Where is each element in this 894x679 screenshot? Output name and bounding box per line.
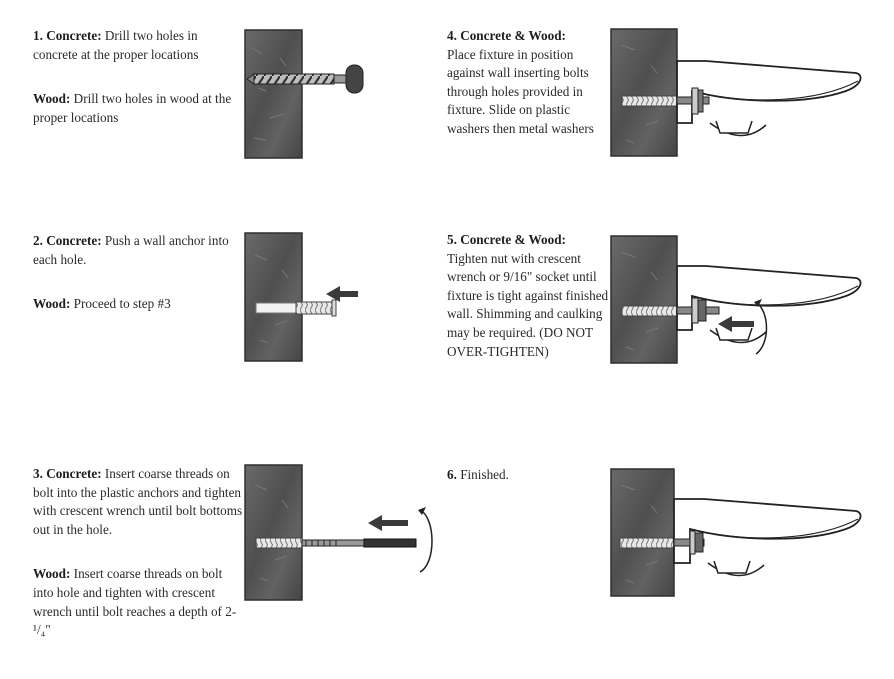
wall-section: [244, 464, 303, 601]
drill-bit: [246, 64, 364, 94]
wall-anchor: [295, 299, 337, 317]
step-2-number: 2.: [33, 233, 43, 248]
step-3-wood-title: Wood:: [33, 566, 71, 582]
step-1-text: 1. Concrete: Drill two holes in concrete…: [33, 27, 233, 127]
step-1-figure: [244, 29, 364, 159]
step-1-concrete-body: Drill two holes in concrete at the prope…: [33, 28, 199, 62]
drilled-hole: [255, 302, 297, 314]
bolt-and-nut: [676, 297, 720, 324]
tighten-arrow: [718, 316, 754, 332]
step-5-number: 5.: [447, 232, 457, 247]
step-6-text: 6. Finished.: [447, 466, 607, 485]
insert-arrow: [368, 515, 408, 531]
step-6-description: Finished.: [460, 467, 509, 482]
step-4-text: 4. Concrete & Wood: Place fixture in posi…: [447, 27, 607, 139]
wall-texture: [254, 254, 289, 344]
step-2-concrete-title: Concrete:: [46, 233, 102, 248]
wall-anchor: [619, 537, 675, 549]
sink-fixture: [673, 498, 862, 577]
bolt-and-washers: [676, 87, 710, 115]
step-5-description: Tighten nut with crescent wrench or 9/16…: [447, 250, 609, 359]
wall-anchor: [255, 537, 303, 549]
step-1-wood-title: Wood:: [33, 91, 71, 107]
step-4-figure: [610, 28, 862, 157]
step-2-wood: Wood: Proceed to step #3: [33, 295, 233, 314]
step-2-wood-title: Wood:: [33, 296, 71, 312]
wall-anchor: [621, 95, 678, 107]
rotation-arrow-icon: [418, 507, 433, 573]
step-3-figure: [244, 464, 433, 601]
step-3-text: 3. Concrete: Insert coarse threads on bo…: [33, 465, 243, 640]
step-1-concrete: 1. Concrete: Drill two holes in concrete…: [33, 27, 233, 64]
wall-section: [610, 468, 675, 597]
step-2-concrete-body: Push a wall anchor into each hole.: [33, 233, 229, 267]
step-6-body: 6. Finished.: [447, 466, 607, 485]
sink-fixture: [676, 265, 862, 344]
step-5-text: 5. Concrete & Wood: Tighten nut with cres…: [447, 231, 617, 361]
wall-texture: [620, 251, 659, 351]
wall-texture: [620, 484, 659, 584]
step-1-wood: Wood: Drill two holes in wood at the pro…: [33, 90, 233, 127]
step-3-concrete: 3. Concrete: Insert coarse threads on bo…: [33, 465, 243, 539]
step-1-concrete-title: Concrete:: [46, 28, 102, 43]
step-1-number: 1.: [33, 28, 43, 43]
wall-section: [244, 29, 303, 159]
step-1-wood-body: Drill two holes in wood at the proper lo…: [33, 91, 232, 125]
wall-texture: [254, 484, 289, 582]
step-6-number: 6.: [447, 467, 457, 482]
wall-anchor: [621, 305, 678, 317]
wall-texture: [620, 44, 659, 144]
step-5-title: Concrete & Wood:: [460, 232, 566, 247]
step-2-concrete: 2. Concrete: Push a wall anchor into eac…: [33, 232, 233, 269]
step-3-concrete-title: Concrete:: [46, 466, 102, 481]
step-4-title: Concrete & Wood:: [460, 28, 566, 43]
step-2-wood-body: Proceed to step #3: [70, 296, 171, 312]
rotation-arrow-icon: [754, 299, 768, 355]
step-4-body: 4. Concrete & Wood: Place fixture in posi…: [447, 27, 607, 139]
step-3-wood: Wood: Insert coarse threads on bolt into…: [33, 565, 243, 639]
step-4-number: 4.: [447, 28, 457, 43]
step-6-figure: [610, 468, 862, 597]
wall-section: [610, 235, 678, 364]
step-3-number: 3.: [33, 466, 43, 481]
push-arrow: [326, 286, 358, 302]
wall-section: [610, 28, 678, 157]
wall-texture: [251, 47, 287, 141]
step-4-description: Place fixture in position against wall i…: [447, 46, 594, 136]
step-2-text: 2. Concrete: Push a wall anchor into eac…: [33, 232, 233, 314]
step-3-wood-body: Insert coarse threads on bolt into hole …: [33, 566, 237, 638]
bolt-and-nut: [673, 530, 705, 555]
wall-section: [244, 232, 303, 362]
step-5-body: 5. Concrete & Wood: Tighten nut with cres…: [447, 231, 617, 361]
bolt: [301, 538, 417, 548]
step-2-figure: [244, 232, 358, 362]
step-3-concrete-body: Insert coarse threads on bolt into the p…: [33, 466, 243, 537]
step-5-figure: [610, 235, 862, 364]
